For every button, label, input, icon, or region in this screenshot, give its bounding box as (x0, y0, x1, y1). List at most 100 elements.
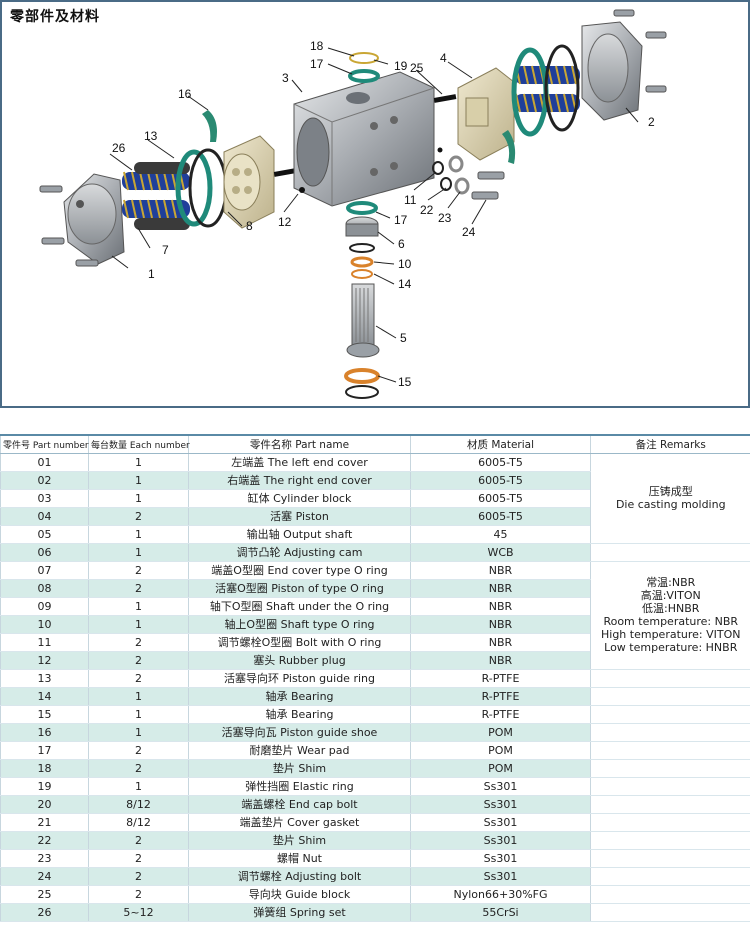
cell-part-name: 输出轴 Output shaft (188, 525, 411, 544)
wear-pad-right (502, 130, 516, 164)
cell-part-name: 弹性挡圈 Elastic ring (188, 777, 411, 796)
cell-part-name: 右端盖 The right end cover (188, 471, 411, 490)
cell-material: Ss301 (410, 795, 591, 814)
callout-16: 16 (178, 87, 192, 101)
cell-material: NBR (410, 651, 591, 670)
callout-labels: 1 2 3 4 5 6 7 8 10 11 12 13 14 15 16 17 … (112, 39, 655, 389)
header-material: 材质 Material (410, 434, 591, 454)
cell-part-name: 活塞O型圈 Piston of type O ring (188, 579, 411, 598)
cell-quantity: 2 (88, 849, 189, 868)
cell-part-number: 11 (0, 633, 89, 652)
header-remarks: 备注 Remarks (590, 434, 750, 454)
adjusting-bolt-assembly (432, 155, 505, 200)
remark-line: Low temperature: HNBR (604, 641, 738, 654)
adjusting-cam (345, 216, 379, 237)
remark-line: 高温:VITON (640, 589, 701, 602)
remark-empty (590, 543, 750, 562)
cell-part-name: 左端盖 The left end cover (188, 453, 411, 472)
piston-right (457, 67, 515, 161)
cell-quantity: 2 (88, 741, 189, 760)
remark-line: Room temperature: NBR (603, 615, 739, 628)
cell-material: POM (410, 759, 591, 778)
callout-10: 10 (398, 257, 412, 271)
callout-19: 19 (394, 59, 408, 73)
cell-part-number: 15 (0, 705, 89, 724)
rubber-plug (299, 147, 443, 193)
cell-material: NBR (410, 561, 591, 580)
remark-empty (590, 795, 750, 814)
cell-part-number: 14 (0, 687, 89, 706)
header-part-name: 零件名称 Part name (188, 434, 411, 454)
remark-empty (590, 885, 750, 904)
remark-line: 低温:HNBR (642, 602, 700, 615)
cell-part-number: 20 (0, 795, 89, 814)
callout-14: 14 (398, 277, 412, 291)
cell-part-number: 21 (0, 813, 89, 832)
callout-12: 12 (278, 215, 292, 229)
cell-part-number: 07 (0, 561, 89, 580)
remark-line: 压铸成型 (648, 485, 693, 498)
cell-material: 45 (410, 525, 591, 544)
callout-2: 2 (648, 115, 655, 129)
cell-material: 55CrSi (410, 903, 591, 922)
spring-set-left (122, 162, 190, 230)
callout-15: 15 (398, 375, 412, 389)
page-title: 零部件及材料 (10, 9, 100, 25)
exploded-view-diagram: 零部件及材料 (0, 0, 750, 408)
callout-11: 11 (404, 193, 417, 207)
cell-part-number: 09 (0, 597, 89, 616)
cell-quantity: 1 (88, 705, 189, 724)
piston-guide-shoe (202, 110, 217, 142)
callout-6: 6 (398, 237, 405, 251)
cell-part-name: 调节螺栓O型圈 Bolt with O ring (188, 633, 411, 652)
cell-part-name: 缸体 Cylinder block (188, 489, 411, 508)
cell-material: NBR (410, 633, 591, 652)
cell-part-number: 04 (0, 507, 89, 526)
cell-quantity: 1 (88, 723, 189, 742)
remark-empty (590, 705, 750, 724)
header-part-number: 零件号 Part number (0, 434, 89, 454)
bearing-bottom (344, 368, 380, 399)
remark-empty (590, 723, 750, 742)
callout-25: 25 (410, 61, 424, 75)
remark-empty (590, 849, 750, 868)
remark-empty (590, 813, 750, 832)
cell-part-number: 16 (0, 723, 89, 742)
cell-material: Nylon66+30%FG (410, 885, 591, 904)
cell-material: 6005-T5 (410, 471, 591, 490)
cell-material: 6005-T5 (410, 453, 591, 472)
remark-empty (590, 759, 750, 778)
cell-material: Ss301 (410, 777, 591, 796)
wear-pad-shaft (346, 201, 378, 215)
cell-part-name: 轴承 Bearing (188, 705, 411, 724)
cell-quantity: 1 (88, 489, 189, 508)
cell-quantity: 2 (88, 759, 189, 778)
piston-left (223, 135, 275, 229)
cell-part-number: 03 (0, 489, 89, 508)
cell-quantity: 1 (88, 453, 189, 472)
cell-part-name: 导向块 Guide block (188, 885, 411, 904)
cell-part-name: 螺帽 Nut (188, 849, 411, 868)
cell-part-number: 23 (0, 849, 89, 868)
cell-material: WCB (410, 543, 591, 562)
output-shaft (346, 283, 380, 358)
cell-quantity: 1 (88, 777, 189, 796)
cell-quantity: 8/12 (88, 813, 189, 832)
cell-quantity: 2 (88, 579, 189, 598)
cell-part-number: 08 (0, 579, 89, 598)
remark-empty (590, 687, 750, 706)
